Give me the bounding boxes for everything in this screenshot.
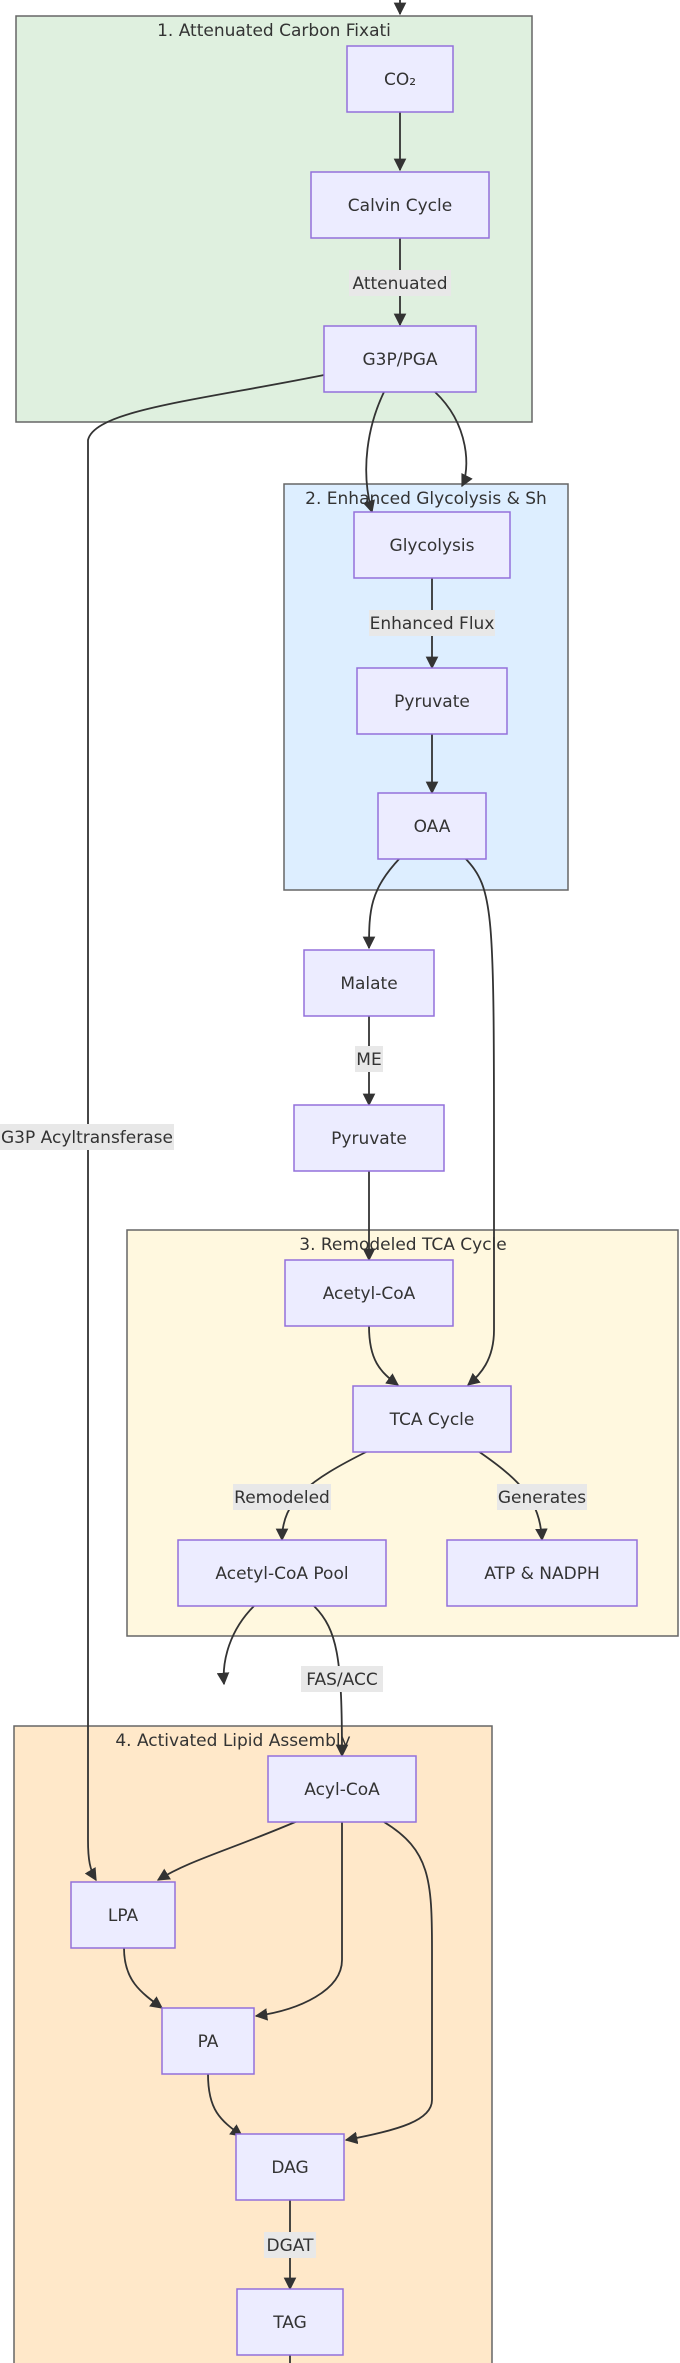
edge-g3p-lpa (84, 374, 325, 1882)
node-dag[interactable]: DAG (235, 2133, 345, 2201)
node-oaa-label: OAA (414, 817, 451, 837)
node-acetyl-coa-label: Acetyl-CoA (323, 1284, 416, 1304)
edge-label-fas-acc: FAS/ACC (306, 1670, 377, 1690)
node-oaa[interactable]: OAA (377, 792, 487, 860)
cluster-lipid-assembly-label: 4. Activated Lipid Assembly (115, 1731, 350, 1751)
node-atp-nadph[interactable]: ATP & NADPH (446, 1539, 638, 1607)
edge-oaa-malate (362, 857, 401, 950)
node-acyl-coa[interactable]: Acyl-CoA (267, 1755, 417, 1823)
node-tca-cycle[interactable]: TCA Cycle (352, 1385, 512, 1453)
edge-label-attenuated: Attenuated (352, 274, 447, 294)
node-co2-label: CO₂ (384, 70, 416, 90)
node-g3p-pga-label: G3P/PGA (362, 350, 437, 370)
edge-acylcoa-lpa (156, 1819, 301, 1881)
edge-label-generates: Generates (498, 1488, 586, 1508)
node-calvin-cycle-label: Calvin Cycle (348, 196, 452, 216)
cluster-carbon-fixation-label: 1. Attenuated Carbon Fixati (157, 21, 391, 41)
node-g3p-pga[interactable]: G3P/PGA (323, 325, 477, 393)
node-pyruvate-me-label: Pyruvate (331, 1129, 407, 1149)
node-malate[interactable]: Malate (303, 949, 435, 1017)
node-acetyl-coa[interactable]: Acetyl-CoA (284, 1259, 454, 1327)
node-acyl-coa-label: Acyl-CoA (304, 1780, 380, 1800)
cluster-tca-label: 3. Remodeled TCA Cycle (299, 1235, 506, 1255)
node-atp-nadph-label: ATP & NADPH (484, 1564, 599, 1584)
edge-g3p-glycolysis-a (362, 391, 385, 514)
node-co2[interactable]: CO₂ (346, 45, 454, 113)
node-pa-label: PA (198, 2032, 219, 2052)
node-calvin-cycle[interactable]: Calvin Cycle (310, 171, 490, 239)
edge-pool-out (216, 1605, 255, 1686)
node-pa[interactable]: PA (161, 2007, 255, 2075)
cluster-glycolysis-label: 2. Enhanced Glycolysis & Sh (305, 489, 547, 509)
edge-labels: Attenuated Enhanced Flux ME G3P Acyltran… (0, 270, 587, 2258)
node-lpa[interactable]: LPA (70, 1881, 176, 1949)
edge-acylcoa-pa (254, 1822, 343, 2021)
node-acetyl-coa-pool-label: Acetyl-CoA Pool (215, 1564, 348, 1584)
edge-pa-dag (207, 2073, 244, 2137)
node-acetyl-coa-pool[interactable]: Acetyl-CoA Pool (177, 1539, 387, 1607)
node-tca-cycle-label: TCA Cycle (389, 1410, 475, 1430)
edge-label-remodeled: Remodeled (234, 1488, 330, 1508)
node-malate-label: Malate (340, 974, 397, 994)
node-pyruvate-glycolysis-label: Pyruvate (394, 692, 470, 712)
edge-g3p-glycolysis-b (434, 391, 473, 488)
node-dag-label: DAG (271, 2158, 308, 2178)
edge-label-enhanced-flux: Enhanced Flux (370, 614, 495, 634)
edge-label-me: ME (356, 1050, 381, 1070)
edge-oaa-tca (464, 857, 495, 1386)
edge-label-g3p-acyltransferase: G3P Acyltransferase (1, 1128, 173, 1148)
edge-label-dgat: DGAT (267, 2236, 315, 2256)
edge-pool-acylcoa (313, 1605, 349, 1758)
node-pyruvate-me[interactable]: Pyruvate (293, 1104, 445, 1172)
edge-lpa-pa (123, 1947, 164, 2009)
edge-acylcoa-dag (344, 1821, 433, 2145)
node-glycolysis-label: Glycolysis (390, 536, 475, 556)
node-lpa-label: LPA (108, 1906, 139, 1926)
edge-acetylcoa-tca (368, 1325, 400, 1386)
node-pyruvate-glycolysis[interactable]: Pyruvate (356, 667, 508, 735)
node-tag-label: TAG (272, 2313, 307, 2333)
node-glycolysis[interactable]: Glycolysis (353, 511, 511, 579)
node-tag[interactable]: TAG (236, 2288, 344, 2356)
edges (84, 0, 548, 2363)
